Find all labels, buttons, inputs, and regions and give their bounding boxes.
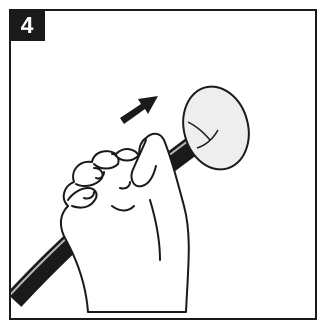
step-number-badge: 4	[9, 9, 45, 41]
arrow-up-right-icon	[120, 96, 158, 124]
hand	[61, 134, 189, 312]
plunger-illustration	[11, 11, 315, 318]
